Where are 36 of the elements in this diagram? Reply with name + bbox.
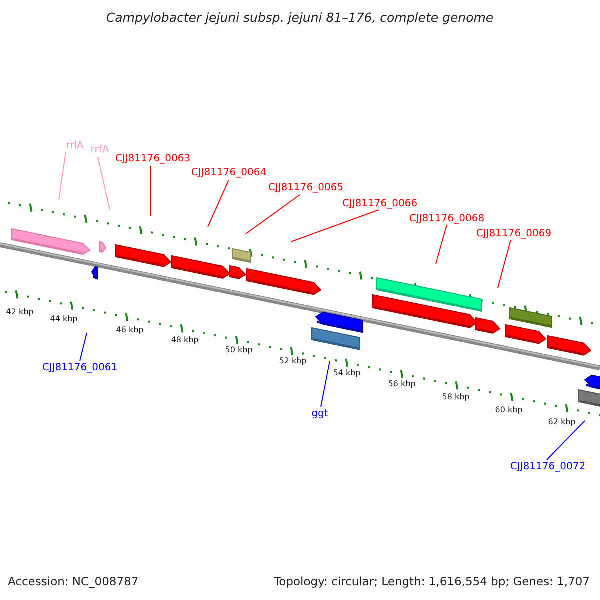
leader-line [546, 420, 586, 460]
scale-label: 44 kbp [50, 316, 78, 324]
gene-label: ggt [312, 408, 328, 420]
scale-label: 54 kbp [333, 370, 361, 378]
scale-label: 58 kbp [442, 394, 470, 402]
gene-label: CJJ81176_0068 [409, 214, 485, 224]
leader-line [320, 360, 330, 408]
leader-line [98, 156, 110, 210]
leader-line [290, 210, 380, 242]
scale-label: 52 kbp [279, 358, 307, 366]
gene-label: CJJ81176_0063 [115, 154, 191, 164]
accession-text: Accession: NC_008787 [8, 576, 139, 588]
gene-label: rrfA [90, 144, 110, 156]
scale-label: 46 kbp [116, 326, 144, 336]
genome-info-text: Topology: circular; Length: 1,616,554 bp; Genes: 1,707 [274, 576, 590, 588]
scale-label: 48 kbp [171, 336, 199, 346]
leader-line [208, 180, 230, 228]
leader-line [246, 194, 300, 234]
gene-label: CJJ81176_0061 [42, 362, 118, 374]
gene-label: CJJ81176_0072 [510, 462, 586, 472]
gene-label: CJJ81176_0066 [342, 198, 418, 210]
scale-label: 50 kbp [225, 346, 253, 356]
leader-line [150, 166, 152, 216]
scale-label: 42 kbp [6, 308, 34, 318]
diagram-title: Campylobacter jejuni subsp. jejuni 81–176, complete genome [106, 11, 494, 25]
leader-line [58, 152, 66, 200]
leader-line [80, 332, 88, 362]
leader-line [436, 224, 448, 264]
gene-label: rrlA [66, 140, 84, 152]
gene-label: CJJ81176_0065 [268, 182, 344, 194]
gene-label: CJJ81176_0064 [191, 168, 267, 178]
leader-line [498, 240, 512, 288]
scale-label: 56 kbp [388, 380, 416, 390]
scale-label: 62 kbp [548, 418, 576, 428]
gene-label: CJJ81176_0069 [476, 228, 552, 240]
scale-label: 60 kbp [495, 406, 523, 416]
